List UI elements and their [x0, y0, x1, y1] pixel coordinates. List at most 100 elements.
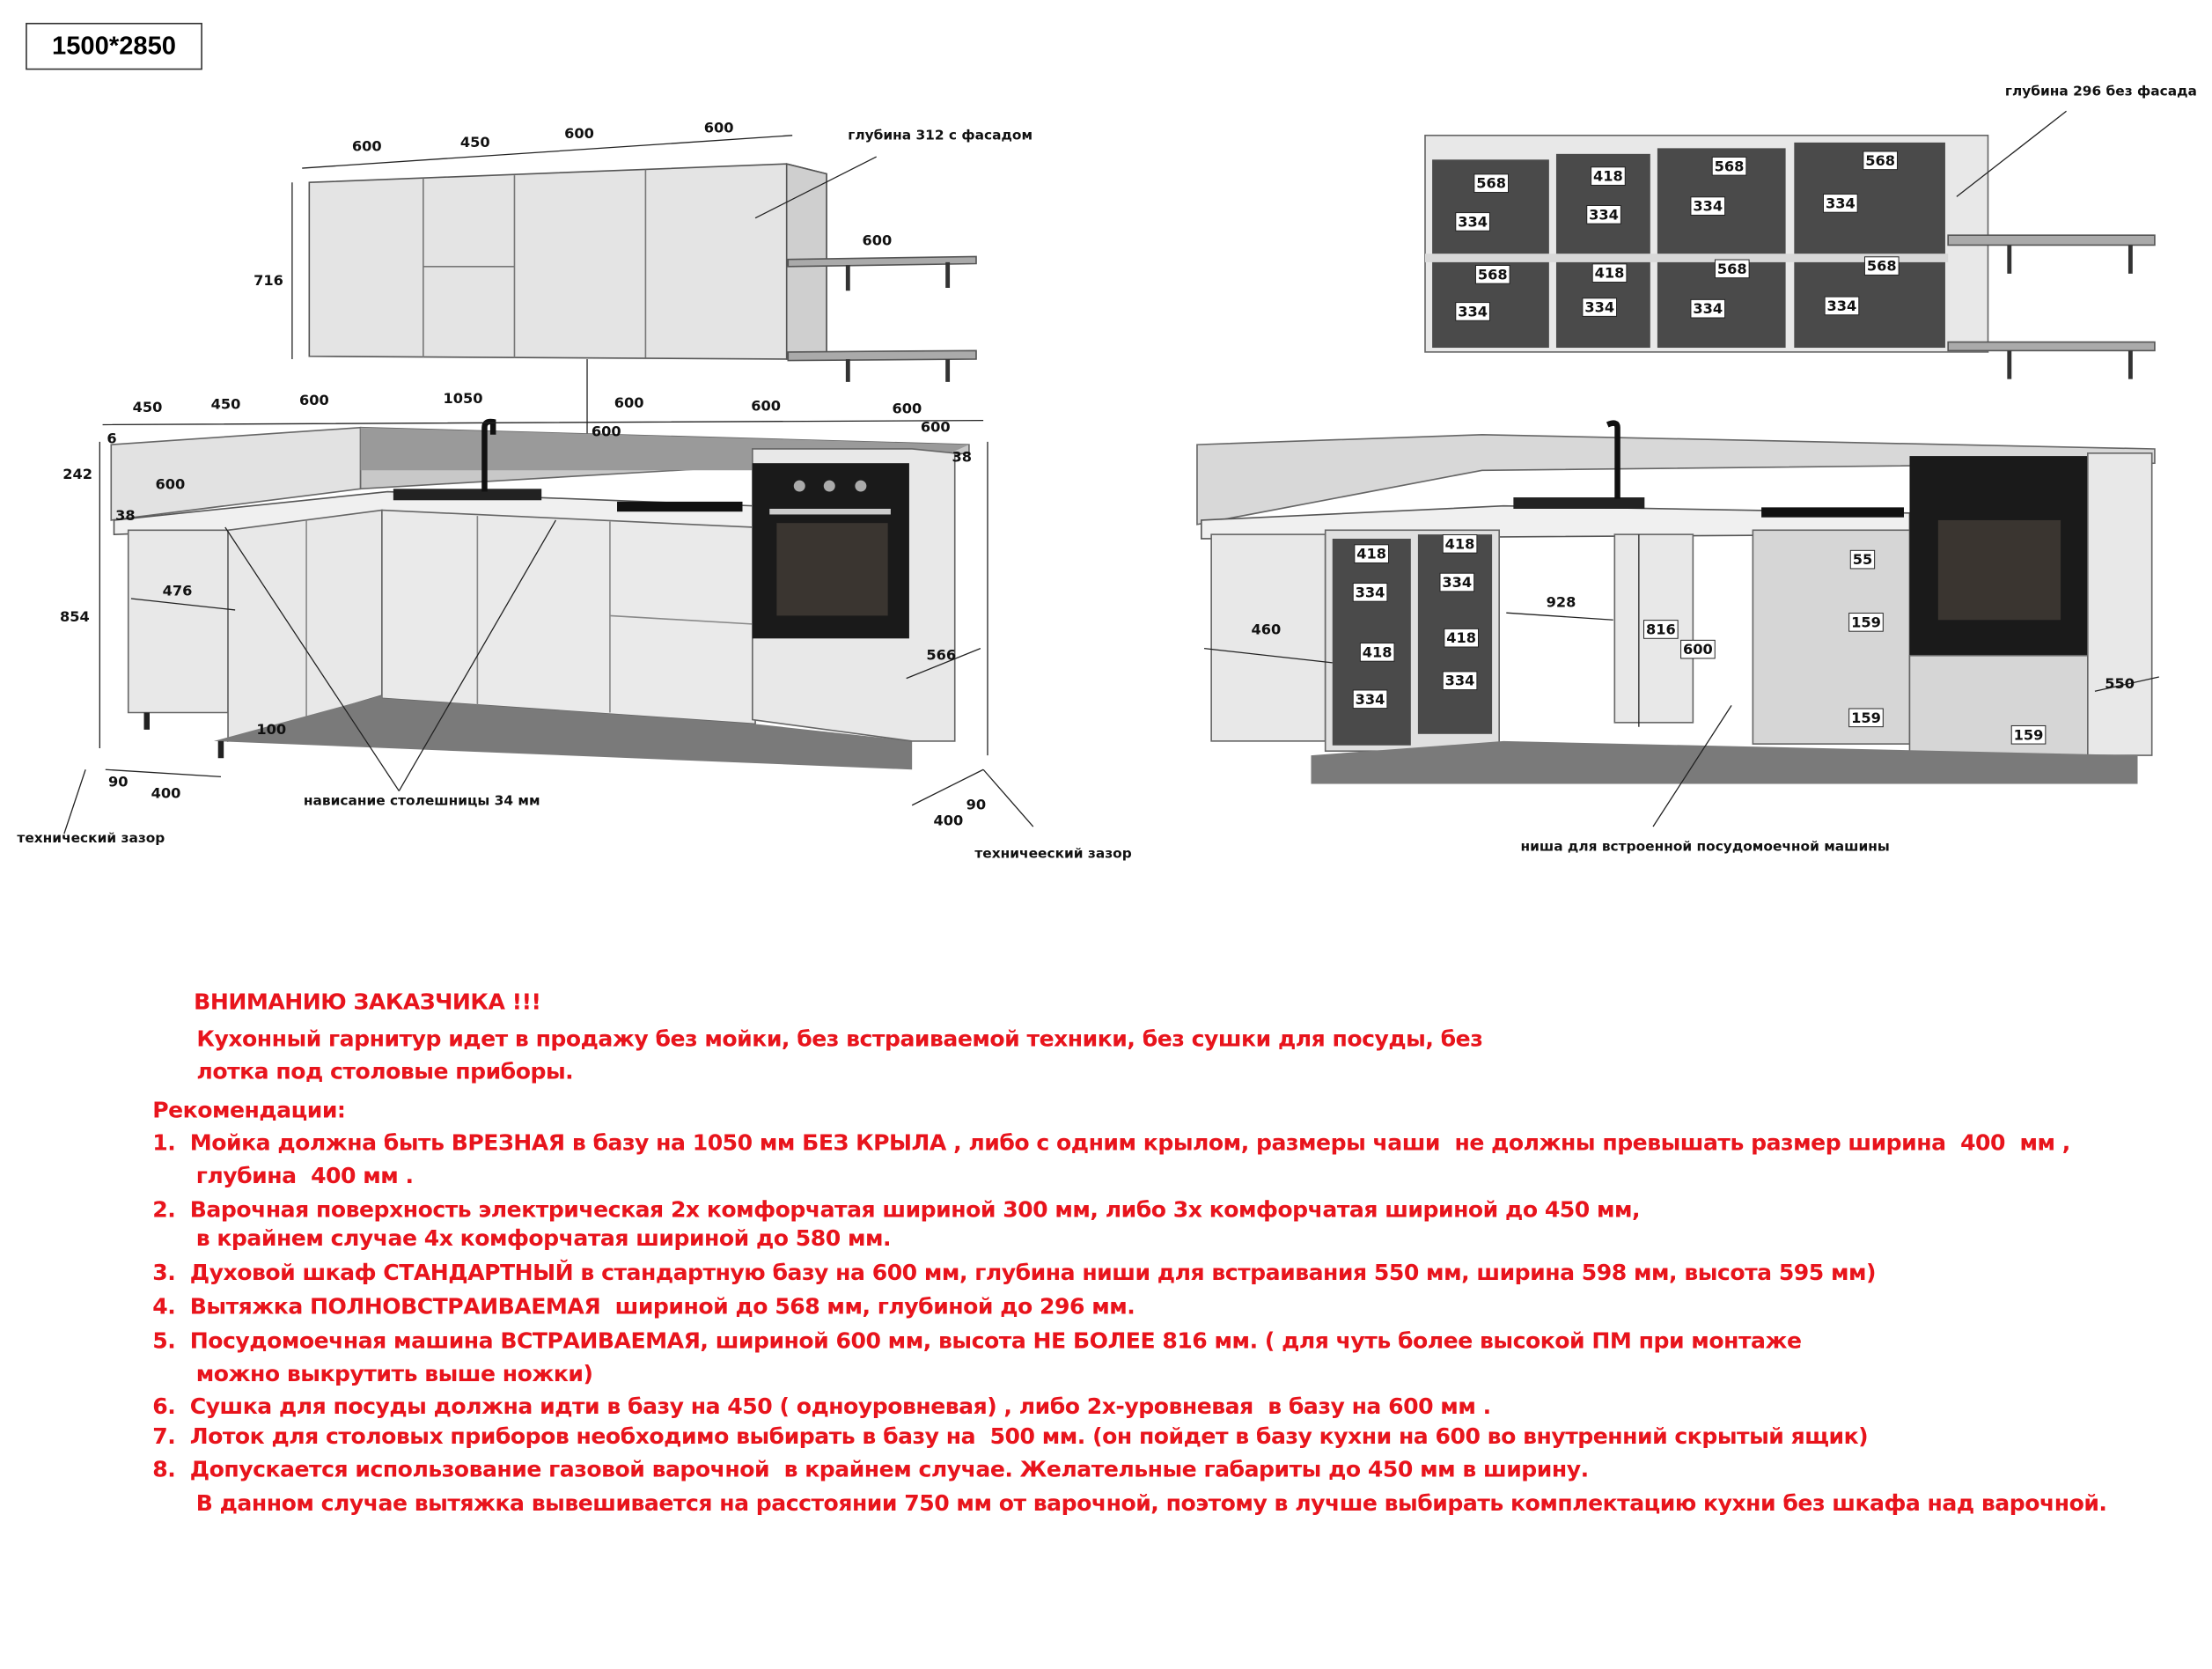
dim-label: 816: [1646, 621, 1676, 637]
dim-label: 460: [1251, 621, 1281, 637]
upper-depth-note: глубина 296 без фасада: [2005, 83, 2197, 99]
label-box: [1352, 689, 1388, 710]
left-base-labels: 450 450 600 1050 600 600 600 600 600 6 2…: [17, 390, 1131, 861]
dim-label: 600: [352, 138, 382, 155]
right-base-labels: 418 418 334 334 418 418 334 334 460 928 …: [1251, 534, 2135, 855]
label-box: [1582, 298, 1618, 317]
gap-note-right: техничееский зазор: [974, 846, 1131, 862]
label-box: [1455, 212, 1490, 232]
dim-label: 334: [1589, 206, 1619, 223]
dim-label: 334: [1693, 300, 1723, 317]
dim-label: 568: [1478, 266, 1508, 283]
label-box: [1714, 259, 1750, 279]
recommendation-item: можно выкрутить выше ножки): [152, 1361, 593, 1387]
dim-label: 334: [1356, 584, 1385, 600]
label-box: [1455, 302, 1490, 321]
dim-label: 600: [921, 419, 951, 436]
dim-label: 418: [1593, 168, 1623, 185]
label-box: [1359, 643, 1395, 662]
notes-intro-line: лотка под столовые приборы.: [196, 1058, 574, 1085]
recommendations-title: Рекомендации:: [152, 1097, 346, 1123]
recommendation-item: 5. Посудомоечная машина ВСТРАИВАЕМАЯ, ши…: [152, 1327, 1802, 1355]
dim-label: 6: [107, 430, 116, 447]
label-box: [1591, 166, 1626, 186]
size-label: 1500*2850: [26, 22, 202, 70]
label-box: [1863, 256, 1900, 276]
dim-label: 600: [299, 392, 329, 408]
sink: [393, 489, 542, 501]
recommendation-item: 3. Духовой шкаф СТАНДАРТНЫЙ в стандартну…: [152, 1260, 1877, 1286]
dim-label: 568: [1476, 175, 1506, 192]
dim-label: 38: [115, 507, 136, 524]
dishwasher-note: ниша для встроенной посудомоечной машины: [1520, 839, 1889, 855]
dim-label: 334: [1826, 195, 1856, 211]
recommendation-item: в крайнем случае 4х комфорчатая шириной …: [152, 1225, 892, 1252]
dim-label: 568: [1715, 158, 1745, 174]
label-box: [1849, 549, 1876, 570]
dim-label: 334: [1458, 303, 1488, 320]
dim-label: 600: [892, 401, 922, 417]
dim-label: 334: [1458, 213, 1488, 230]
dim-label: 600: [564, 125, 594, 142]
label-box: [1863, 151, 1898, 171]
dim-label: 334: [1442, 574, 1472, 591]
dim-label: 334: [1445, 673, 1475, 689]
dim-label: 334: [1693, 198, 1723, 215]
dim-label: 476: [163, 583, 193, 599]
notes-intro-line: Кухонный гарнитур идет в продажу без мой…: [196, 1026, 1483, 1052]
recommendation-item: В данном случае вытяжка вывешивается на …: [152, 1490, 2107, 1517]
label-box: [2010, 724, 2047, 745]
label-box: [1473, 173, 1509, 194]
kitchen-diagrams: 600 450 600 600 глубина 312 с фасадом 71…: [17, 83, 2197, 861]
hob: [617, 501, 743, 512]
dim-label: 716: [254, 272, 283, 289]
label-box: [1352, 583, 1388, 602]
dim-label: 418: [1595, 265, 1625, 282]
dim-label: 418: [1445, 535, 1475, 552]
left-base-cabinets: [63, 418, 1034, 834]
dim-label: 600: [704, 120, 734, 136]
dim-label: 928: [1547, 594, 1576, 611]
label-box: [1442, 671, 1478, 691]
dim-label: 600: [592, 423, 621, 439]
dim-label: 600: [614, 394, 644, 411]
overhang-note: нависание столешницы 34 мм: [304, 793, 540, 809]
dim-label: 334: [1827, 298, 1857, 314]
dim-label: 600: [155, 475, 185, 492]
label-box: [1439, 572, 1475, 592]
recommendation-item: 8. Допускается использование газовой вар…: [152, 1456, 1589, 1482]
dim-label: 450: [460, 134, 490, 151]
label-box: [1354, 544, 1389, 563]
dim-label: 418: [1356, 546, 1386, 562]
label-box: [1586, 205, 1621, 224]
recommendation-item: 1. Мойка должна быть ВРЕЗНАЯ в базу на 1…: [152, 1129, 2070, 1157]
label-box: [1680, 639, 1716, 659]
dim-label: 568: [1717, 261, 1747, 277]
label-box: [1444, 628, 1479, 648]
dim-label: 334: [1584, 299, 1614, 316]
dim-label: 600: [862, 232, 892, 248]
dim-label: 566: [926, 647, 956, 664]
dim-label: 159: [2014, 726, 2044, 743]
recommendation-item: 4. Вытяжка ПОЛНОВСТРАИВАЕМАЯ шириной до …: [152, 1294, 1135, 1320]
recommendation-item: 7. Лоток для столовых приборов необходим…: [152, 1423, 1869, 1450]
dim-label: 90: [966, 797, 987, 813]
dim-label: 418: [1446, 629, 1476, 646]
label-box: [1690, 196, 1726, 216]
right-upper-cabinets: [1424, 110, 2156, 379]
label-box: [1690, 298, 1726, 319]
notes-heading: ВНИМАНИЮ ЗАКАЗЧИКА !!!: [194, 989, 541, 1015]
recommendation-item: глубина 400 мм .: [152, 1163, 414, 1189]
recommendation-item: 2. Варочная поверхность электрическая 2х…: [152, 1196, 1641, 1224]
dim-label: 600: [1683, 641, 1713, 658]
dim-label: 159: [1851, 614, 1881, 630]
dim-label: 568: [1867, 258, 1897, 275]
dim-label: 854: [60, 608, 90, 625]
dim-label: 90: [108, 774, 129, 790]
dim-label: 400: [933, 812, 963, 828]
dim-label: 159: [1851, 710, 1881, 726]
label-box: [1848, 708, 1884, 728]
dim-label: 450: [211, 396, 241, 413]
right-base-cabinets: [1196, 420, 2159, 827]
